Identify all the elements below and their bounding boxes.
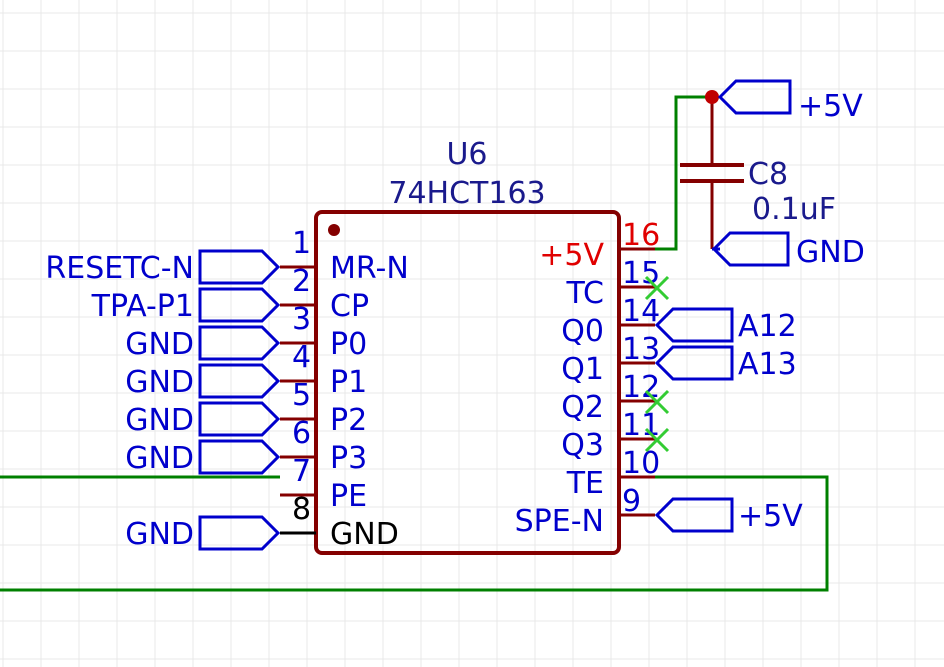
pin-name: P0	[330, 327, 367, 362]
junction-dot	[705, 90, 719, 104]
net-label: +5V	[738, 499, 803, 534]
pin-number: 6	[292, 416, 311, 451]
pin-number: 9	[622, 484, 641, 519]
capacitor-c8[interactable]: C8 0.1uF +5V GND	[680, 79, 865, 270]
pin-number: 10	[622, 446, 660, 481]
pin-number: 7	[292, 454, 311, 489]
cap-bottom-net-label: GND	[796, 235, 865, 270]
pin-number: 3	[292, 302, 311, 337]
net-label-flag[interactable]	[198, 401, 281, 437]
pin-name: TE	[566, 466, 604, 501]
wire-pe-te-loop-bottom	[0, 475, 829, 592]
no-connect-x	[644, 275, 670, 301]
pin-name: TC	[565, 276, 604, 311]
net-label: GND	[125, 365, 194, 400]
pin-number: 1	[292, 226, 311, 261]
pin-number: 14	[622, 294, 660, 329]
pin-name: MR-N	[330, 251, 409, 286]
net-label-flag[interactable]	[198, 325, 281, 361]
pin-name: P1	[330, 365, 367, 400]
pin1-marker-dot	[328, 224, 340, 236]
net-label: GND	[125, 441, 194, 476]
cap-value: 0.1uF	[752, 192, 836, 227]
no-connect-x	[644, 389, 670, 415]
pin-number: 2	[292, 264, 311, 299]
net-label: GND	[125, 327, 194, 362]
pin-name: Q1	[561, 352, 604, 387]
pin-name: CP	[330, 289, 369, 324]
pin-number: 16	[622, 218, 660, 253]
net-label: GND	[125, 403, 194, 438]
pin-name: P2	[330, 403, 367, 438]
net-label-flag[interactable]	[654, 345, 734, 381]
net-label: A13	[738, 347, 797, 382]
net-label: A12	[738, 309, 797, 344]
wires	[0, 95, 829, 592]
ic-value: 74HCT163	[388, 176, 545, 211]
pin-name: Q3	[561, 428, 604, 463]
net-label: TPA-P1	[91, 289, 194, 324]
pin-name: Q0	[561, 314, 604, 349]
ic-u6[interactable]: U6 74HCT163	[314, 137, 621, 555]
cap-top-power-label-flag[interactable]	[717, 79, 792, 115]
wire-vcc-pin16	[655, 95, 712, 251]
pin-number: 5	[292, 378, 311, 413]
net-label: RESETC-N	[45, 251, 194, 286]
net-label: GND	[125, 517, 194, 552]
cap-top-net-label: +5V	[798, 89, 863, 124]
no-connect-x	[644, 427, 670, 453]
net-label-flag[interactable]	[198, 515, 281, 551]
pin-name: +5V	[539, 238, 604, 273]
net-label-flag[interactable]	[198, 363, 281, 399]
no-connect-flags	[644, 275, 670, 453]
pin-name: Q2	[561, 390, 604, 425]
pin-number: 8	[292, 492, 311, 527]
net-label-flag[interactable]	[198, 249, 281, 285]
pin-number: 13	[622, 332, 660, 367]
ic-reference: U6	[446, 137, 487, 172]
net-label-flag[interactable]	[654, 497, 734, 533]
net-label-flag[interactable]	[654, 307, 734, 343]
net-label-flag[interactable]	[198, 439, 281, 475]
cap-bottom-power-label-flag[interactable]	[711, 231, 790, 267]
pin-number: 4	[292, 340, 311, 375]
pin-name: SPE-N	[515, 504, 604, 539]
net-label-flag[interactable]	[198, 287, 281, 323]
pin-name: GND	[330, 517, 399, 552]
pin-name: PE	[330, 479, 367, 514]
pin-name: P3	[330, 441, 367, 476]
cap-reference: C8	[748, 157, 788, 192]
